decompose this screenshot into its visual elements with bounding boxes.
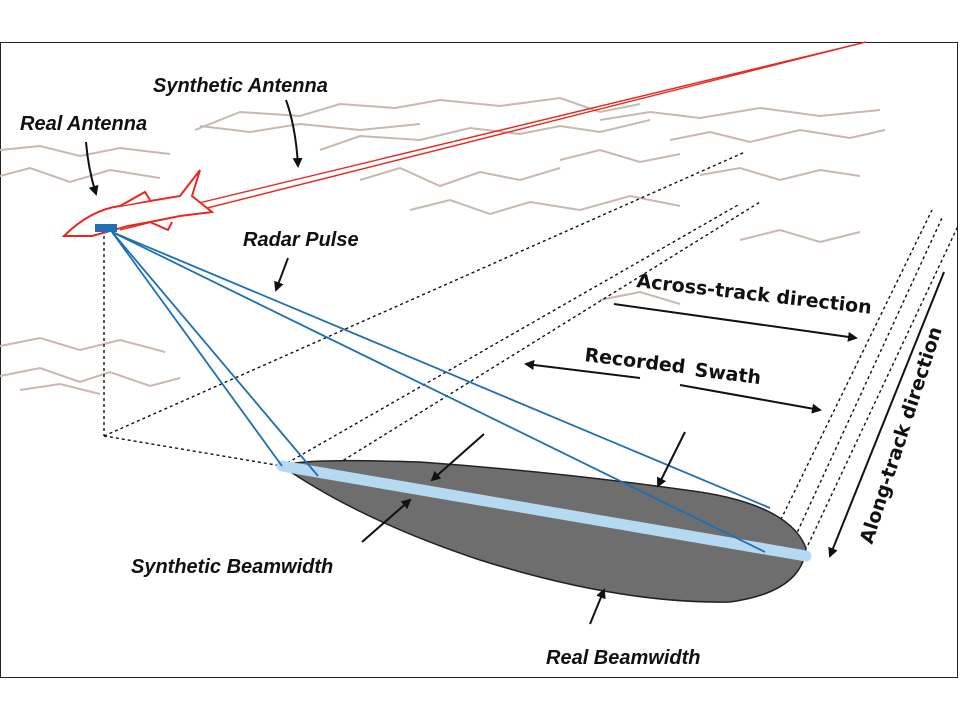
recorded-swath-arrow-left — [524, 360, 641, 379]
across-track-arrow — [613, 303, 858, 342]
aircraft-icon — [61, 169, 215, 237]
real-beam-footprint — [280, 459, 807, 603]
swath-label: Swath — [693, 359, 762, 389]
diagram-frame — [0, 42, 958, 678]
synthetic-beamwidth-pointer-up — [430, 433, 485, 482]
real-beamwidth-label: Real Beamwidth — [546, 647, 700, 669]
synthetic-antenna-lines — [119, 41, 867, 231]
real-beamwidth-pointer-bottom — [589, 588, 606, 625]
along-track-arrow — [828, 271, 945, 558]
real-antenna-pointer — [85, 141, 99, 196]
real-antenna-icon — [95, 224, 117, 232]
recorded-swath-arrow-right — [679, 384, 822, 414]
synthetic-antenna-pointer — [285, 99, 303, 168]
synthetic-antenna-label: Synthetic Antenna — [153, 75, 328, 97]
radar-pulse-label: Radar Pulse — [243, 229, 359, 251]
real-beamwidth-pointer-top — [657, 431, 686, 488]
radar-pulse-pointer — [274, 257, 289, 292]
ground-geometry — [103, 151, 959, 553]
along-track-label: Along-track direction — [856, 324, 947, 547]
synthetic-beam-strip — [276, 460, 812, 562]
radar-pulse-lines — [111, 231, 771, 553]
synthetic-beamwidth-label: Synthetic Beamwidth — [131, 556, 333, 578]
synthetic-beamwidth-pointer-down — [361, 498, 412, 543]
real-antenna-label: Real Antenna — [20, 113, 147, 135]
terrain-lines — [0, 96, 886, 395]
